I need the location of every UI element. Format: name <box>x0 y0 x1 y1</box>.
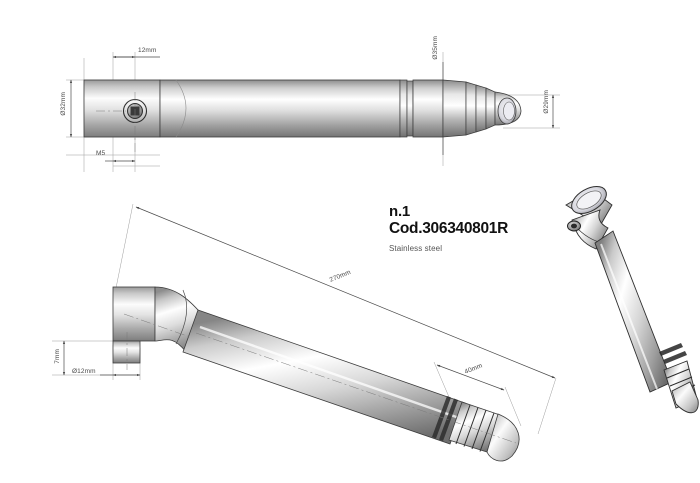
material-label: Stainless steel <box>389 244 443 253</box>
bent-view-group <box>52 203 557 462</box>
iso-view-group <box>565 186 699 414</box>
part-code-label: Cod.306340801R <box>389 220 509 237</box>
dim-label-boss-diameter: Ø12mm <box>72 368 96 375</box>
dim-label-thread-callout: M5 <box>96 150 106 157</box>
dim-label-tip-diameter: Ø29mm <box>543 90 550 114</box>
dim-overall-length <box>115 203 557 435</box>
quantity-label: n.1 <box>389 203 411 220</box>
dim-label-screw-offset: 12mm <box>138 47 157 54</box>
dim-label-mid-diameter: Ø35mm <box>432 36 439 60</box>
title-block: n.1 Cod.306340801R Stainless steel <box>389 203 579 253</box>
top-view-group <box>66 52 560 172</box>
shaft-body <box>83 79 522 155</box>
dim-label-body-diameter: Ø32mm <box>60 92 67 116</box>
dim-label-boss-height: 7mm <box>54 349 61 364</box>
bent-shaft-body <box>112 286 520 462</box>
